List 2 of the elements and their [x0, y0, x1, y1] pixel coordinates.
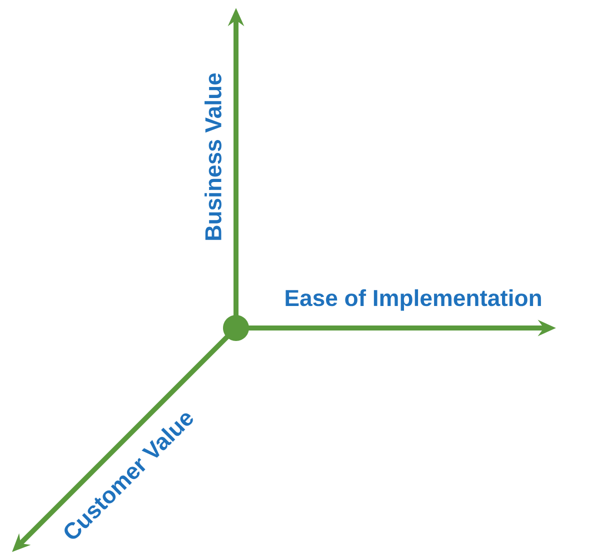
axis-label: Business Value: [204, 73, 222, 240]
axis-label: Ease of Implementation: [286, 289, 541, 311]
